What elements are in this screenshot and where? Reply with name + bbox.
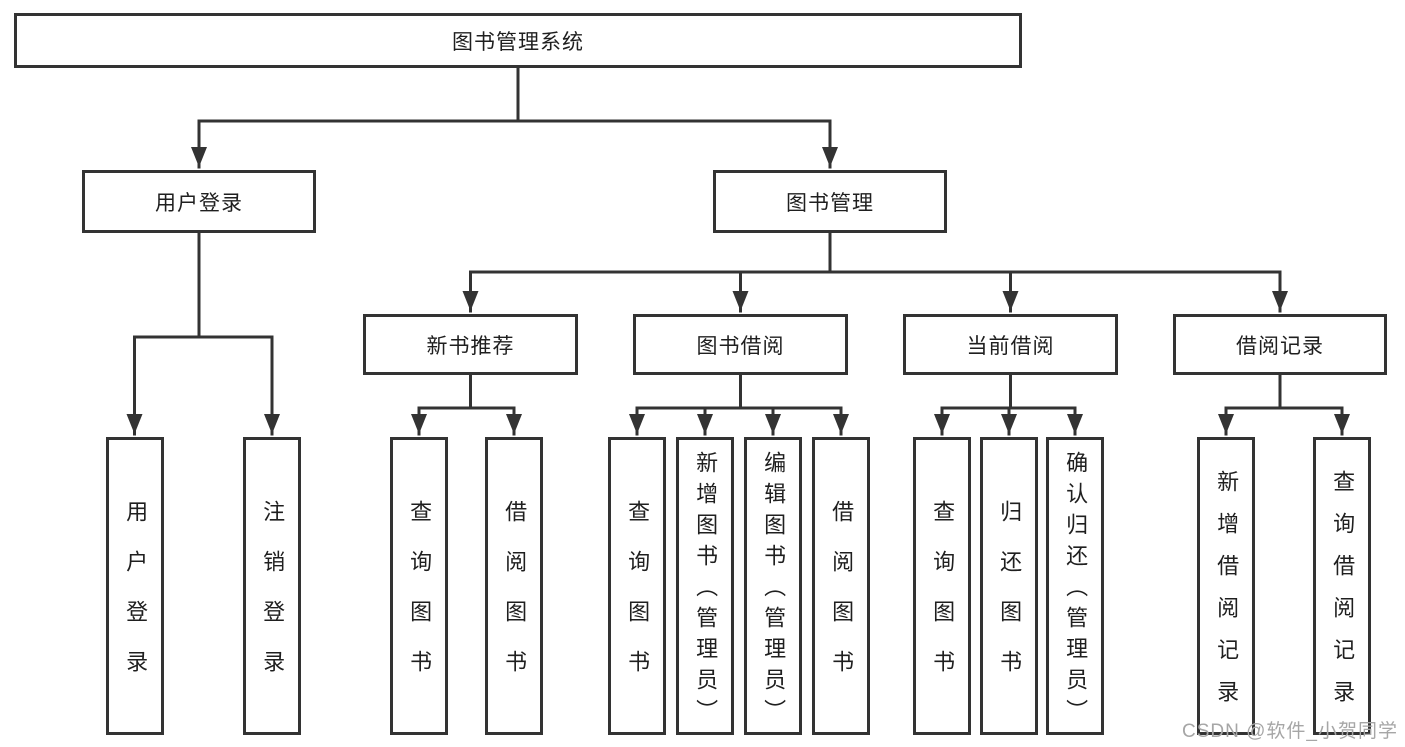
node-new-book-recommend: 新书推荐	[363, 314, 578, 375]
node-borrowing-records: 借阅记录	[1173, 314, 1387, 375]
node-label: 新书推荐	[426, 334, 515, 358]
node-leaf-borrowing-query-books: 查询图书	[608, 437, 666, 735]
node-label: 借阅记录	[1236, 334, 1324, 358]
node-user-login: 用户登录	[82, 170, 316, 233]
node-leaf-records-add-record: 新增借阅记录	[1197, 437, 1255, 735]
node-leaf-user-login: 用户登录	[106, 437, 164, 735]
node-leaf-current-query-books: 查询图书	[913, 437, 971, 735]
connector-borrowing-to-leaves	[635, 373, 843, 410]
node-library-management-system: 图书管理系统	[14, 13, 1022, 68]
connector-current-to-leaves	[940, 373, 1077, 410]
node-label: 编辑图书（管理员）	[761, 451, 787, 721]
node-leaf-records-query-record: 查询借阅记录	[1313, 437, 1371, 735]
connector-root-to-level2	[197, 66, 832, 123]
node-book-management: 图书管理	[713, 170, 947, 233]
node-label: 查询图书	[930, 500, 956, 672]
node-leaf-borrowing-add-books: 新增图书（管理员）	[676, 437, 734, 735]
node-label: 借阅图书	[829, 500, 855, 672]
node-label: 图书借阅	[696, 334, 785, 358]
node-label: 用户登录	[123, 500, 149, 672]
node-label: 查询图书	[625, 500, 651, 672]
node-label: 归还图书	[997, 500, 1023, 672]
node-leaf-borrowing-borrow-books: 借阅图书	[812, 437, 870, 735]
node-label: 确认归还（管理员）	[1063, 451, 1089, 721]
node-label: 当前借阅	[966, 334, 1055, 358]
node-label: 新增图书（管理员）	[693, 451, 719, 721]
node-current-borrowing: 当前借阅	[903, 314, 1118, 375]
connector-records-to-leaves	[1224, 373, 1344, 410]
connector-bookmgmt-to-level3	[469, 231, 1282, 274]
node-leaf-recommend-query-books: 查询图书	[390, 437, 448, 735]
node-label: 查询借阅记录	[1330, 470, 1356, 702]
connector-userlogin-to-leaves	[133, 231, 274, 339]
connector-newbook-to-leaves	[417, 373, 516, 410]
node-book-borrowing: 图书借阅	[633, 314, 848, 375]
node-leaf-borrowing-edit-books: 编辑图书（管理员）	[744, 437, 802, 735]
node-label: 借阅图书	[502, 500, 528, 672]
node-label: 查询图书	[407, 500, 433, 672]
node-leaf-current-return-books: 归还图书	[980, 437, 1038, 735]
node-leaf-current-confirm-return: 确认归还（管理员）	[1046, 437, 1104, 735]
node-label: 用户登录	[155, 191, 243, 215]
node-label: 注销登录	[260, 500, 286, 672]
node-leaf-recommend-borrow-books: 借阅图书	[485, 437, 543, 735]
node-leaf-logout: 注销登录	[243, 437, 301, 735]
watermark: CSDN @软件_小贺同学	[1182, 721, 1398, 742]
node-label: 图书管理系统	[452, 30, 584, 54]
node-label: 图书管理	[786, 191, 874, 215]
node-label: 新增借阅记录	[1214, 470, 1240, 702]
